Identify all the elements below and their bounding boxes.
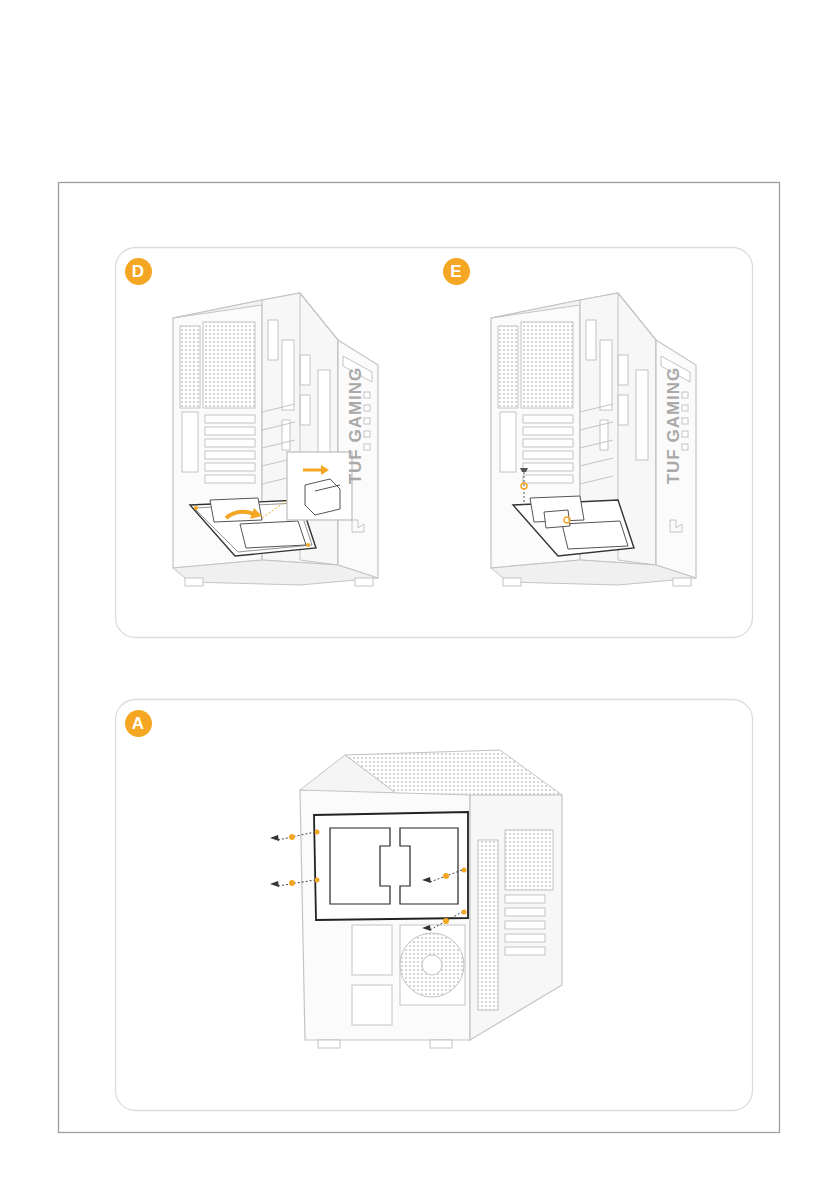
callout-text: A <box>132 715 144 732</box>
callout-text: D <box>132 263 144 280</box>
callout-letter: A <box>125 710 152 737</box>
case-logo: TUF GAMING <box>348 366 365 484</box>
callout-letter: D <box>125 258 152 285</box>
callout-letter: E <box>443 258 470 285</box>
case-logo: TUF GAMING <box>666 366 683 484</box>
callout-text: E <box>450 263 461 280</box>
